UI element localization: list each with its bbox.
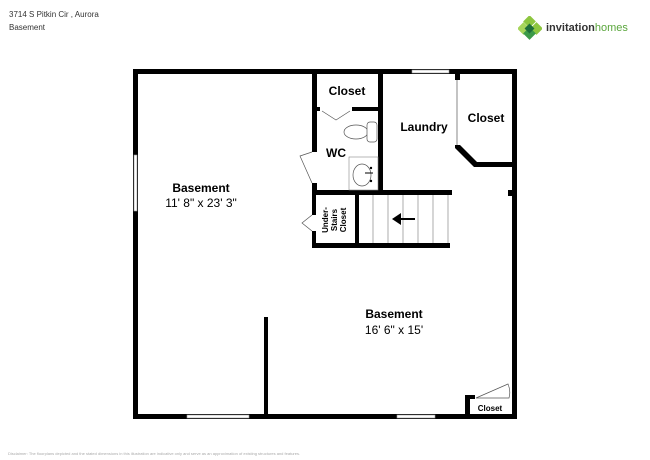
wall-closet-diagonal [455,145,512,167]
wall-stair-left [355,195,359,248]
logo-word-invitation: invitation [546,22,595,34]
wall-right [512,69,517,419]
door-under-stairs [301,214,313,232]
wall-stub-right [508,190,512,196]
window-left [133,154,138,212]
room-label-wc: WC [326,146,346,160]
under-stairs-line2: Stairs [330,208,339,231]
wall-laundry-left [378,74,383,195]
wall-closet-bottom-a [312,107,320,111]
wall-below-stairs [312,243,450,248]
stairs [372,195,449,243]
wall-bottom [133,414,517,419]
window-bottom-right [396,414,436,419]
wall-closet-bottom-b [352,107,381,111]
door-bottom-closet [475,383,511,399]
windows [133,69,450,419]
room-label-closet-bottom: Closet [478,404,503,413]
wall-bottom-closet-top [465,395,475,399]
disclaimer: Disclaimer: The floorplans depicted and … [8,451,301,456]
floor-level-label: Basement [9,23,46,32]
room-label-laundry: Laundry [400,120,448,134]
wall-above-stairs [312,190,452,195]
window-top [411,69,450,74]
wall-under-stairs-a [312,195,316,215]
wall-partial [264,317,268,414]
under-stairs-line1: Under- [321,207,330,233]
wall-closet-stub [455,72,460,80]
wall-under-stairs-b [312,231,316,248]
room-label-basement-main: Basement [365,307,422,321]
logo-mark-icon [518,16,542,40]
window-bottom-left [186,414,250,419]
logo-word-homes: homes [594,22,628,34]
wall-wc-left-lower [312,183,317,195]
room-label-closet-right: Closet [468,111,505,125]
room-label-closet-top: Closet [329,84,366,98]
wall-bottom-closet-side [465,395,470,414]
stair-arrow-icon [392,213,415,225]
wall-left [133,69,138,419]
doors [299,80,511,399]
room-dims-basement-left: 11' 8" x 23' 3" [165,196,237,210]
room-dims-basement-main: 16' 6" x 15' [365,323,423,337]
room-label-basement-left: Basement [172,181,229,195]
wall-wc-left-upper [312,74,317,152]
door-closet-top [321,110,351,121]
invitation-homes-logo: invitationhomes [518,16,628,40]
wall-top [133,69,517,74]
property-address: 3714 S Pitkin Cir , Aurora [9,10,99,19]
sink-icon [348,156,379,191]
walls [133,69,517,419]
door-wc [299,151,313,184]
toilet-icon [343,121,378,143]
under-stairs-line3: Closet [339,207,348,232]
room-label-under-stairs: Under- Stairs Closet [321,207,348,233]
